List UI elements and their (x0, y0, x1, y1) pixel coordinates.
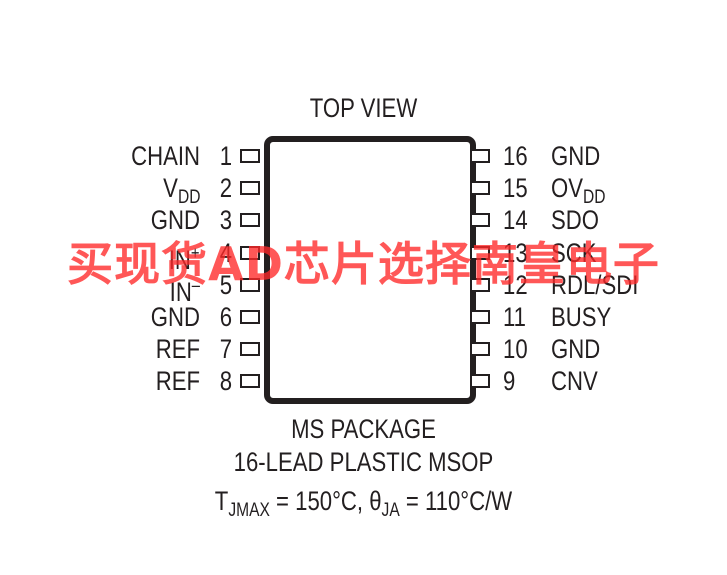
pin-name: GND (150, 302, 200, 332)
left-pin-label: IN– (170, 270, 200, 307)
left-pin-label: IN+ (169, 238, 200, 275)
watermark-text: 买现货AD芯片选择南皇电子 (67, 237, 660, 291)
left-pin-label: GND (151, 302, 200, 332)
right-pin-lead (470, 149, 490, 163)
right-pin-number: 14 (503, 205, 528, 236)
pin-name: BUSY (551, 302, 612, 332)
package-type: 16-LEAD PLASTIC MSOP (233, 447, 494, 477)
pin-name: RDL/SDI (551, 269, 639, 300)
pin-name: IN (169, 276, 192, 307)
right-pin-number: 10 (503, 334, 528, 365)
right-pin-label: SDO (551, 205, 599, 235)
right-pin-lead (470, 277, 490, 292)
right-pin-label: SCK (551, 238, 597, 268)
right-pin-label: GND (551, 141, 600, 171)
left-pin-label: GND (151, 205, 200, 235)
package-name: MS PACKAGE (291, 414, 436, 444)
pin-name: SDO (551, 205, 599, 236)
pin-name-superscript: + (191, 242, 200, 263)
right-pin-number: 16 (503, 141, 528, 171)
left-pin-number: 2 (219, 173, 232, 204)
pin-name: SCK (551, 237, 597, 268)
pin-name: GND (150, 205, 200, 236)
left-pin-number: 5 (219, 269, 232, 300)
right-pin-number: 15 (503, 173, 528, 204)
pin-name: CHAIN (131, 141, 200, 171)
top-view-label: TOP VIEW (309, 93, 418, 123)
pin-name: REF (155, 366, 200, 397)
pin-name-subscript: DD (177, 187, 200, 209)
pin-name: OV (551, 173, 583, 204)
right-pin-number: 13 (503, 237, 528, 268)
right-pin-number: 9 (503, 366, 516, 397)
left-pin-number: 8 (219, 366, 232, 397)
tjmax-value: = 150°C, (269, 486, 370, 516)
pin-name-superscript: – (191, 274, 200, 295)
pin-name: GND (551, 141, 601, 171)
right-pin-lead (470, 213, 490, 228)
theta-symbol: θ (369, 486, 382, 516)
right-pin-number: 11 (503, 302, 526, 332)
tjmax-subscript: JMAX (228, 500, 270, 521)
left-pin-lead (240, 277, 260, 292)
right-pin-lead (470, 342, 490, 357)
right-pin-lead (470, 374, 490, 389)
pin-name: CNV (551, 366, 598, 397)
right-pin-lead (470, 310, 490, 324)
left-pin-label: REF (156, 334, 200, 364)
right-pin-lead (470, 245, 490, 260)
ic-package-body (264, 136, 476, 404)
left-pin-lead (240, 342, 260, 357)
right-pin-label: GND (551, 334, 600, 364)
left-pin-number: 4 (219, 237, 232, 268)
left-pin-label: VDD (163, 173, 200, 213)
pin-name-subscript: DD (582, 187, 606, 209)
theta-value: = 110°C/W (399, 486, 513, 516)
left-pin-lead (240, 149, 260, 163)
left-pin-lead (240, 245, 260, 260)
left-pin-number: 6 (219, 302, 232, 332)
left-pin-lead (240, 213, 260, 228)
left-pin-number: 7 (219, 334, 232, 365)
pin-name: GND (551, 334, 601, 365)
right-pin-lead (470, 181, 490, 196)
right-pin-label: CNV (551, 366, 598, 396)
left-pin-lead (240, 181, 260, 196)
right-pin-number: 12 (503, 269, 528, 300)
left-pin-label: REF (156, 366, 200, 396)
theta-subscript: JA (381, 500, 400, 521)
right-pin-label: BUSY (551, 302, 611, 332)
left-pin-number: 1 (219, 141, 232, 171)
left-pin-lead (240, 374, 260, 389)
left-pin-lead (240, 310, 260, 324)
pin-name: IN (169, 244, 192, 275)
tjmax-symbol: T (214, 486, 229, 516)
thermal-spec: TJMAX = 150°C, θJA = 110°C/W (65, 486, 661, 526)
right-pin-label: OVDD (551, 173, 606, 213)
pin-name: V (162, 173, 178, 204)
pin-name: REF (155, 334, 200, 365)
left-pin-label: CHAIN (131, 141, 200, 171)
left-pin-number: 3 (219, 205, 232, 236)
right-pin-label: RDL/SDI (551, 270, 638, 300)
